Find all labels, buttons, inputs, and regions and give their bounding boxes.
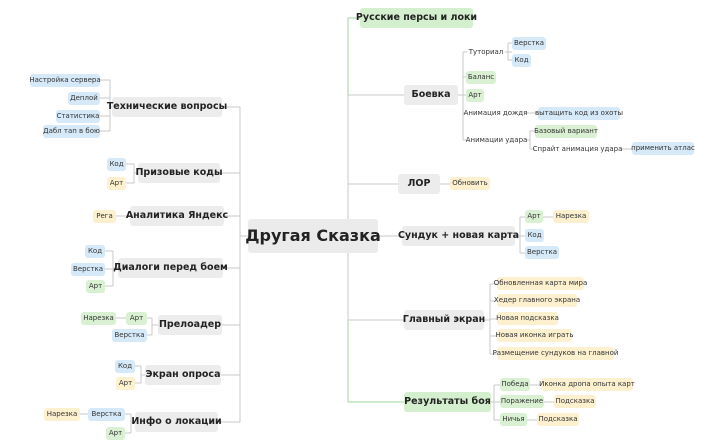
leaf-layout[interactable]: Верстка [71,263,105,276]
leaf-registration[interactable]: Рега [93,210,116,223]
leaf-layout[interactable]: Верстка [88,408,125,421]
connector [515,216,525,254]
node-rain-animation[interactable]: Анимация дождя [463,109,528,117]
node-survey-screen[interactable]: Экран опроса [145,365,221,385]
connector [348,94,404,321]
node-sprite-animation[interactable]: Спрайт анимация удара [532,145,623,153]
connector [484,283,497,355]
connector [147,317,158,336]
leaf-code[interactable]: Код [512,54,531,67]
leaf-code[interactable]: Код [107,158,126,171]
leaf-hint[interactable]: Подсказка [537,413,579,426]
leaf-new-play-icon[interactable]: Новая иконка играть [496,329,573,342]
leaf-layout[interactable]: Верстка [112,329,147,342]
leaf-defeat[interactable]: Поражение [500,395,544,408]
leaf-xp-drop-icon[interactable]: Иконка дропа опыта карт [539,378,635,391]
connector [125,413,135,434]
leaf-slicing[interactable]: Нарезка [553,210,589,223]
connector [126,163,138,184]
leaf-chest-placement[interactable]: Размещение сундуков на главной [493,347,618,360]
node-tutorial[interactable]: Туториал [468,48,504,56]
leaf-layout[interactable]: Верстка [525,246,559,259]
leaf-art[interactable]: Арт [525,210,543,223]
leaf-art[interactable]: Арт [106,427,125,440]
leaf-double-tap[interactable]: Дабл тап в бою [43,125,100,138]
connector [100,79,112,132]
leaf-server-setup[interactable]: Настройка сервера [29,74,101,87]
connector-green [347,17,360,95]
node-preloader[interactable]: Прелоадер [158,315,222,335]
connector [463,51,467,141]
leaf-code[interactable]: Код [115,360,135,373]
leaf-art[interactable]: Арт [107,177,126,190]
node-location-info[interactable]: Инфо о локации [131,412,222,432]
leaf-art[interactable]: Арт [126,312,147,325]
node-dialogs[interactable]: Диалоги перед боем [113,258,228,278]
leaf-victory[interactable]: Победа [500,378,530,391]
node-strike-animation[interactable]: Анимации удара [465,136,528,144]
leaf-deploy[interactable]: Деплой [68,92,100,105]
leaf-draw[interactable]: Ничья [500,413,527,426]
leaf-statistics[interactable]: Статистика [56,110,100,123]
connector [505,42,512,61]
node-tech-questions[interactable]: Технические вопросы [107,97,227,117]
leaf-hint[interactable]: Подсказка [554,395,596,408]
leaf-slicing[interactable]: Нарезка [81,312,116,325]
node-promo-codes[interactable]: Призовые коды [135,163,223,183]
leaf-main-header[interactable]: Хедер главного экрана [494,294,580,307]
leaf-apply-atlas[interactable]: применить атлас [631,142,695,155]
connector [135,365,145,384]
connector [105,250,118,287]
leaf-art[interactable]: Арт [116,377,135,390]
leaf-base-variant[interactable]: Базовый вариант [534,125,598,138]
node-battle-results[interactable]: Результаты боя [404,392,491,412]
node-combat[interactable]: Боевка [404,85,458,105]
root-node[interactable]: Другая Сказка [245,219,381,253]
node-lore[interactable]: ЛОР [398,174,440,194]
connector [491,384,500,421]
leaf-updated-map[interactable]: Обновленная карта мира [494,277,587,290]
leaf-update[interactable]: Обновить [450,177,490,190]
node-yandex-analytics[interactable]: Аналитика Яндекс [126,206,228,226]
leaf-extract-code[interactable]: вытащить код из охоты [535,107,623,120]
leaf-balance[interactable]: Баланс [466,71,496,84]
leaf-new-hint[interactable]: Новая подсказка [496,312,559,325]
leaf-slicing[interactable]: Нарезка [44,408,80,421]
node-chest-new-map[interactable]: Сундук + новая карта [398,226,519,246]
connector [527,384,554,421]
connector-green [347,320,404,403]
node-main-screen[interactable]: Главный экран [403,310,485,330]
leaf-code[interactable]: Код [85,245,105,258]
leaf-layout[interactable]: Верстка [512,37,546,50]
leaf-code[interactable]: Код [525,229,544,242]
leaf-art[interactable]: Арт [466,89,484,102]
connector [526,130,535,150]
node-russian-chars[interactable]: Русские персы и локи [356,8,477,28]
leaf-art[interactable]: Арт [86,280,105,293]
